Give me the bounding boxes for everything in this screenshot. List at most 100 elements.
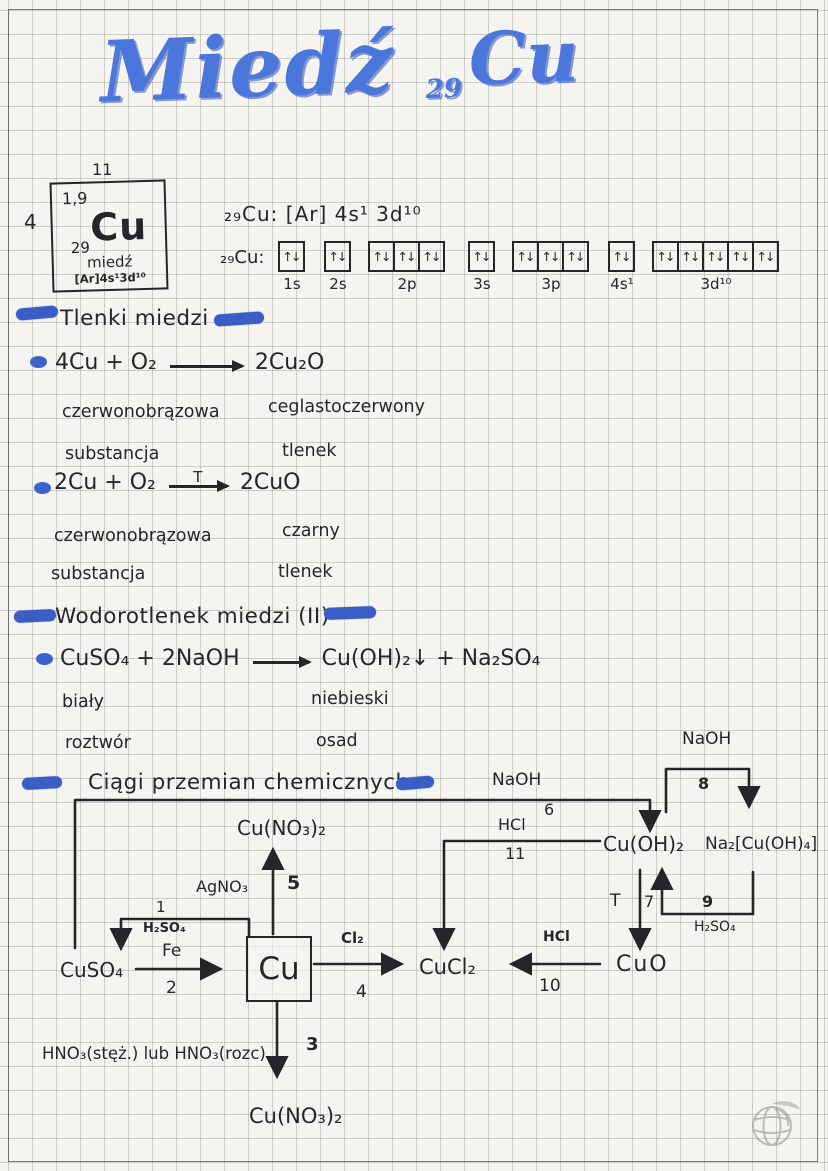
orbital-label: 2p [397, 275, 417, 293]
marker-dash [395, 775, 435, 791]
label-hcl-11: HCl [498, 815, 526, 834]
marker-dash [15, 305, 59, 321]
reaction-note: substancja [65, 444, 160, 464]
period-number: 4 [24, 210, 37, 234]
reaction-note: substancja [51, 564, 146, 584]
orbital-box: ↑↓ [562, 241, 590, 272]
orbital-label: 3s [473, 275, 491, 293]
node-cu-no3-bottom: Cu(NO₃)₂ [249, 1104, 343, 1128]
label-5: 5 [287, 872, 301, 894]
marker-dash [13, 608, 57, 624]
marker-dash [323, 606, 377, 620]
title-element-symbol: Cu [467, 12, 580, 102]
orbital-box: ↑↓ [727, 241, 755, 272]
orbital-box: ↑↓ [368, 241, 396, 272]
orbital-label: 1s [283, 275, 301, 293]
section-heading-oxides: Tlenki miedzi [60, 306, 209, 331]
orbital-box: ↑↓ [677, 241, 705, 272]
orbital-box: ↑↓ [278, 241, 306, 272]
reaction-note: czarny [282, 521, 340, 541]
label-8: 8 [698, 774, 710, 793]
label-agno3: AgNO₃ [196, 877, 249, 896]
orbital-group-3d: ↑↓ ↑↓ ↑↓ ↑↓ ↑↓ 3d¹⁰ [652, 241, 780, 293]
orbital-group-2s: ↑↓ 2s [324, 241, 352, 293]
arrow-line [252, 656, 312, 667]
label-3: 3 [306, 1034, 319, 1055]
node-cu: Cu [258, 951, 300, 987]
marker-dash [213, 311, 265, 327]
bullet-dot [34, 482, 51, 494]
label-11: 11 [505, 844, 526, 863]
node-naoh-8-reagent: NaOH [682, 729, 732, 749]
orbital-box: ↑↓ [652, 241, 680, 272]
reaction-note: roztwór [65, 733, 131, 753]
reaction-equation-1: 4Cu + O₂ 2Cu₂O [55, 349, 324, 376]
reaction-note: biały [62, 692, 105, 712]
node-cu-box: Cu [246, 936, 312, 1002]
reaction-note: czerwonobrązowa [62, 402, 220, 422]
orbital-group-2p: ↑↓ ↑↓ ↑↓ 2p [368, 241, 446, 293]
label-h2so4-9: H₂SO₄ [694, 919, 736, 935]
section-heading-chains: Ciągi przemian chemicznych [88, 770, 410, 795]
reaction-equation-3: CuSO₄ + 2NaOH Cu(OH)₂↓ + Na₂SO₄ [60, 645, 541, 672]
node-cucl2: CuCl₂ [419, 955, 476, 979]
label-hcl-10: HCl [543, 929, 570, 945]
reaction-right: 2Cu₂O [254, 349, 325, 375]
node-cuso4: CuSO₄ [60, 958, 124, 982]
orbital-box: ↑↓ [418, 241, 446, 272]
electron-configuration-line: ₂₉Cu: [Ar] 4s¹ 3d¹⁰ [224, 202, 422, 226]
orbital-box: ↑↓ [512, 241, 540, 272]
reaction-note: ceglastoczerwony [268, 397, 426, 417]
reaction-right: 2CuO [239, 469, 301, 495]
reaction-arrow: T [168, 469, 230, 496]
element-symbol: Cu [89, 203, 148, 250]
label-1: 1 [156, 898, 166, 916]
orbital-group-3p: ↑↓ ↑↓ ↑↓ 3p [512, 241, 590, 293]
label-cl2: Cl₂ [341, 929, 364, 947]
globe-watermark-icon [752, 1101, 800, 1146]
node-cu-oh2: Cu(OH)₂ [603, 832, 685, 856]
title-atomic-number: 29 [425, 73, 463, 105]
reaction-right: Cu(OH)₂↓ + Na₂SO₄ [321, 645, 541, 671]
node-cuo: CuO [616, 952, 669, 977]
element-card: 1,9 29Cu miedź [Ar]4s¹3d¹⁰ [49, 179, 169, 293]
section-heading-hydroxide: Wodorotlenek miedzi (II) [55, 604, 330, 629]
label-7: 7 [644, 892, 655, 911]
reaction-left: CuSO₄ + 2NaOH [60, 645, 240, 671]
reaction-note: tlenek [282, 441, 337, 461]
reaction-equation-2: 2Cu + O₂ T 2CuO [54, 469, 300, 496]
orbital-prefix: ₂₉Cu: [220, 247, 265, 268]
reaction-left: 2Cu + O₂ [54, 469, 156, 495]
node-cu-no3-top: Cu(NO₃)₂ [237, 816, 326, 840]
orbital-diagram: ₂₉Cu: ↑↓ 1s ↑↓ 2s ↑↓ ↑↓ ↑↓ 2p ↑↓ 3s ↑↓ ↑… [220, 241, 780, 293]
label-4: 4 [356, 982, 367, 1002]
reaction-note: czerwonobrązowa [54, 526, 212, 546]
bullet-dot [30, 356, 47, 368]
label-9: 9 [702, 892, 714, 911]
element-config-short: [Ar]4s¹3d¹⁰ [74, 269, 146, 286]
title-element-name: Miedź [98, 12, 397, 122]
reaction-note: osad [316, 731, 358, 751]
reaction-left: 4Cu + O₂ [55, 349, 157, 375]
element-symbol-row: 29Cu [52, 203, 165, 257]
reaction-note: tlenek [278, 562, 333, 582]
orbital-box: ↑↓ [324, 241, 352, 272]
arrow-line [168, 480, 230, 491]
orbital-box: ↑↓ [752, 241, 780, 272]
label-t: T [610, 891, 621, 911]
orbital-group-1s: ↑↓ 1s [278, 241, 306, 293]
node-hno3-reagent: HNO₃(stęż.) lub HNO₃(rozc) [42, 1044, 266, 1063]
label-naoh-6: NaOH [492, 770, 542, 790]
orbital-box: ↑↓ [702, 241, 730, 272]
page-title: Miedź 29 Cu [98, 12, 580, 122]
orbital-label: 4s¹ [610, 275, 634, 293]
orbital-label: 3d¹⁰ [700, 275, 732, 293]
label-10: 10 [539, 976, 561, 996]
arrow-line [169, 360, 245, 371]
orbital-label: 3p [541, 275, 561, 293]
orbital-box: ↑↓ [608, 241, 636, 272]
label-2: 2 [166, 978, 177, 998]
orbital-box: ↑↓ [537, 241, 565, 272]
